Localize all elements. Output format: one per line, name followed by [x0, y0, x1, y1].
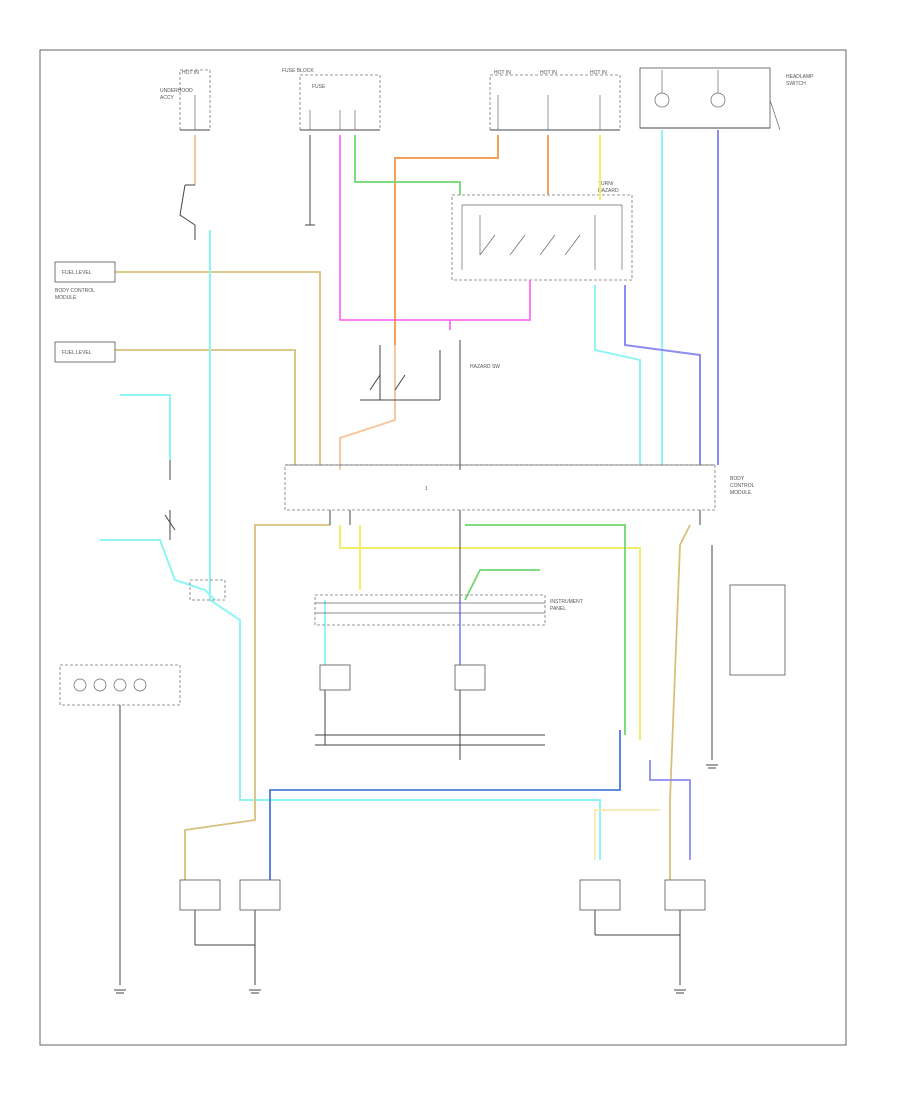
svg-text:MODULE: MODULE [55, 295, 77, 301]
svg-text:ACCY: ACCY [160, 95, 175, 101]
svg-text:HOT IN: HOT IN [182, 70, 199, 76]
svg-text:1: 1 [425, 486, 428, 492]
lamp-right-side [729, 584, 786, 676]
module-box-2 [54, 341, 116, 363]
svg-text:FUSE BLOCK: FUSE BLOCK [282, 68, 314, 74]
svg-text:SWITCH: SWITCH [786, 81, 806, 87]
lamp-right-middle [454, 664, 486, 691]
left-lamp-cluster [59, 664, 181, 706]
svg-text:BODY CONTROL: BODY CONTROL [55, 288, 95, 294]
svg-text:INSTRUMENT: INSTRUMENT [550, 599, 583, 605]
svg-text:HEADLAMP: HEADLAMP [786, 74, 814, 80]
svg-text:MODULE: MODULE [730, 490, 752, 496]
svg-text:HAZARD SW: HAZARD SW [470, 364, 500, 370]
connector-middle [314, 594, 546, 626]
top-power-sources: HOT IN UNDERHOOD ACCY FUSE FUSE BLOCK HO… [160, 67, 814, 131]
colored-wires [100, 130, 719, 880]
svg-text:FUEL LEVEL: FUEL LEVEL [62, 350, 92, 356]
lamp-bottom-left-1 [179, 879, 221, 911]
lamp-bottom-right-2 [664, 879, 706, 911]
combination-switch: TURN/ HAZARD [451, 181, 633, 281]
svg-text:TURN/: TURN/ [598, 181, 614, 187]
svg-text:UNDERHOOD: UNDERHOOD [160, 88, 193, 94]
svg-text:HOT IN: HOT IN [494, 70, 511, 76]
lamp-bottom-right-1 [579, 879, 621, 911]
diagram-frame [39, 49, 847, 1046]
svg-text:FUEL LEVEL: FUEL LEVEL [62, 270, 92, 276]
lamp-left-middle [319, 664, 351, 691]
body-control-module [284, 464, 716, 511]
module-box-1 [54, 261, 116, 283]
svg-text:BODY: BODY [730, 476, 745, 482]
svg-text:CONTROL: CONTROL [730, 483, 755, 489]
black-wires: FUEL LEVEL FUEL LEVEL BODY CONTROL MODUL… [54, 135, 786, 994]
svg-text:HOT IN: HOT IN [540, 70, 557, 76]
svg-text:PANEL: PANEL [550, 606, 566, 612]
svg-text:HOT IN: HOT IN [590, 70, 607, 76]
svg-text:HAZARD: HAZARD [598, 188, 619, 194]
svg-text:FUSE: FUSE [312, 84, 326, 90]
lamp-bottom-left-2 [239, 879, 281, 911]
